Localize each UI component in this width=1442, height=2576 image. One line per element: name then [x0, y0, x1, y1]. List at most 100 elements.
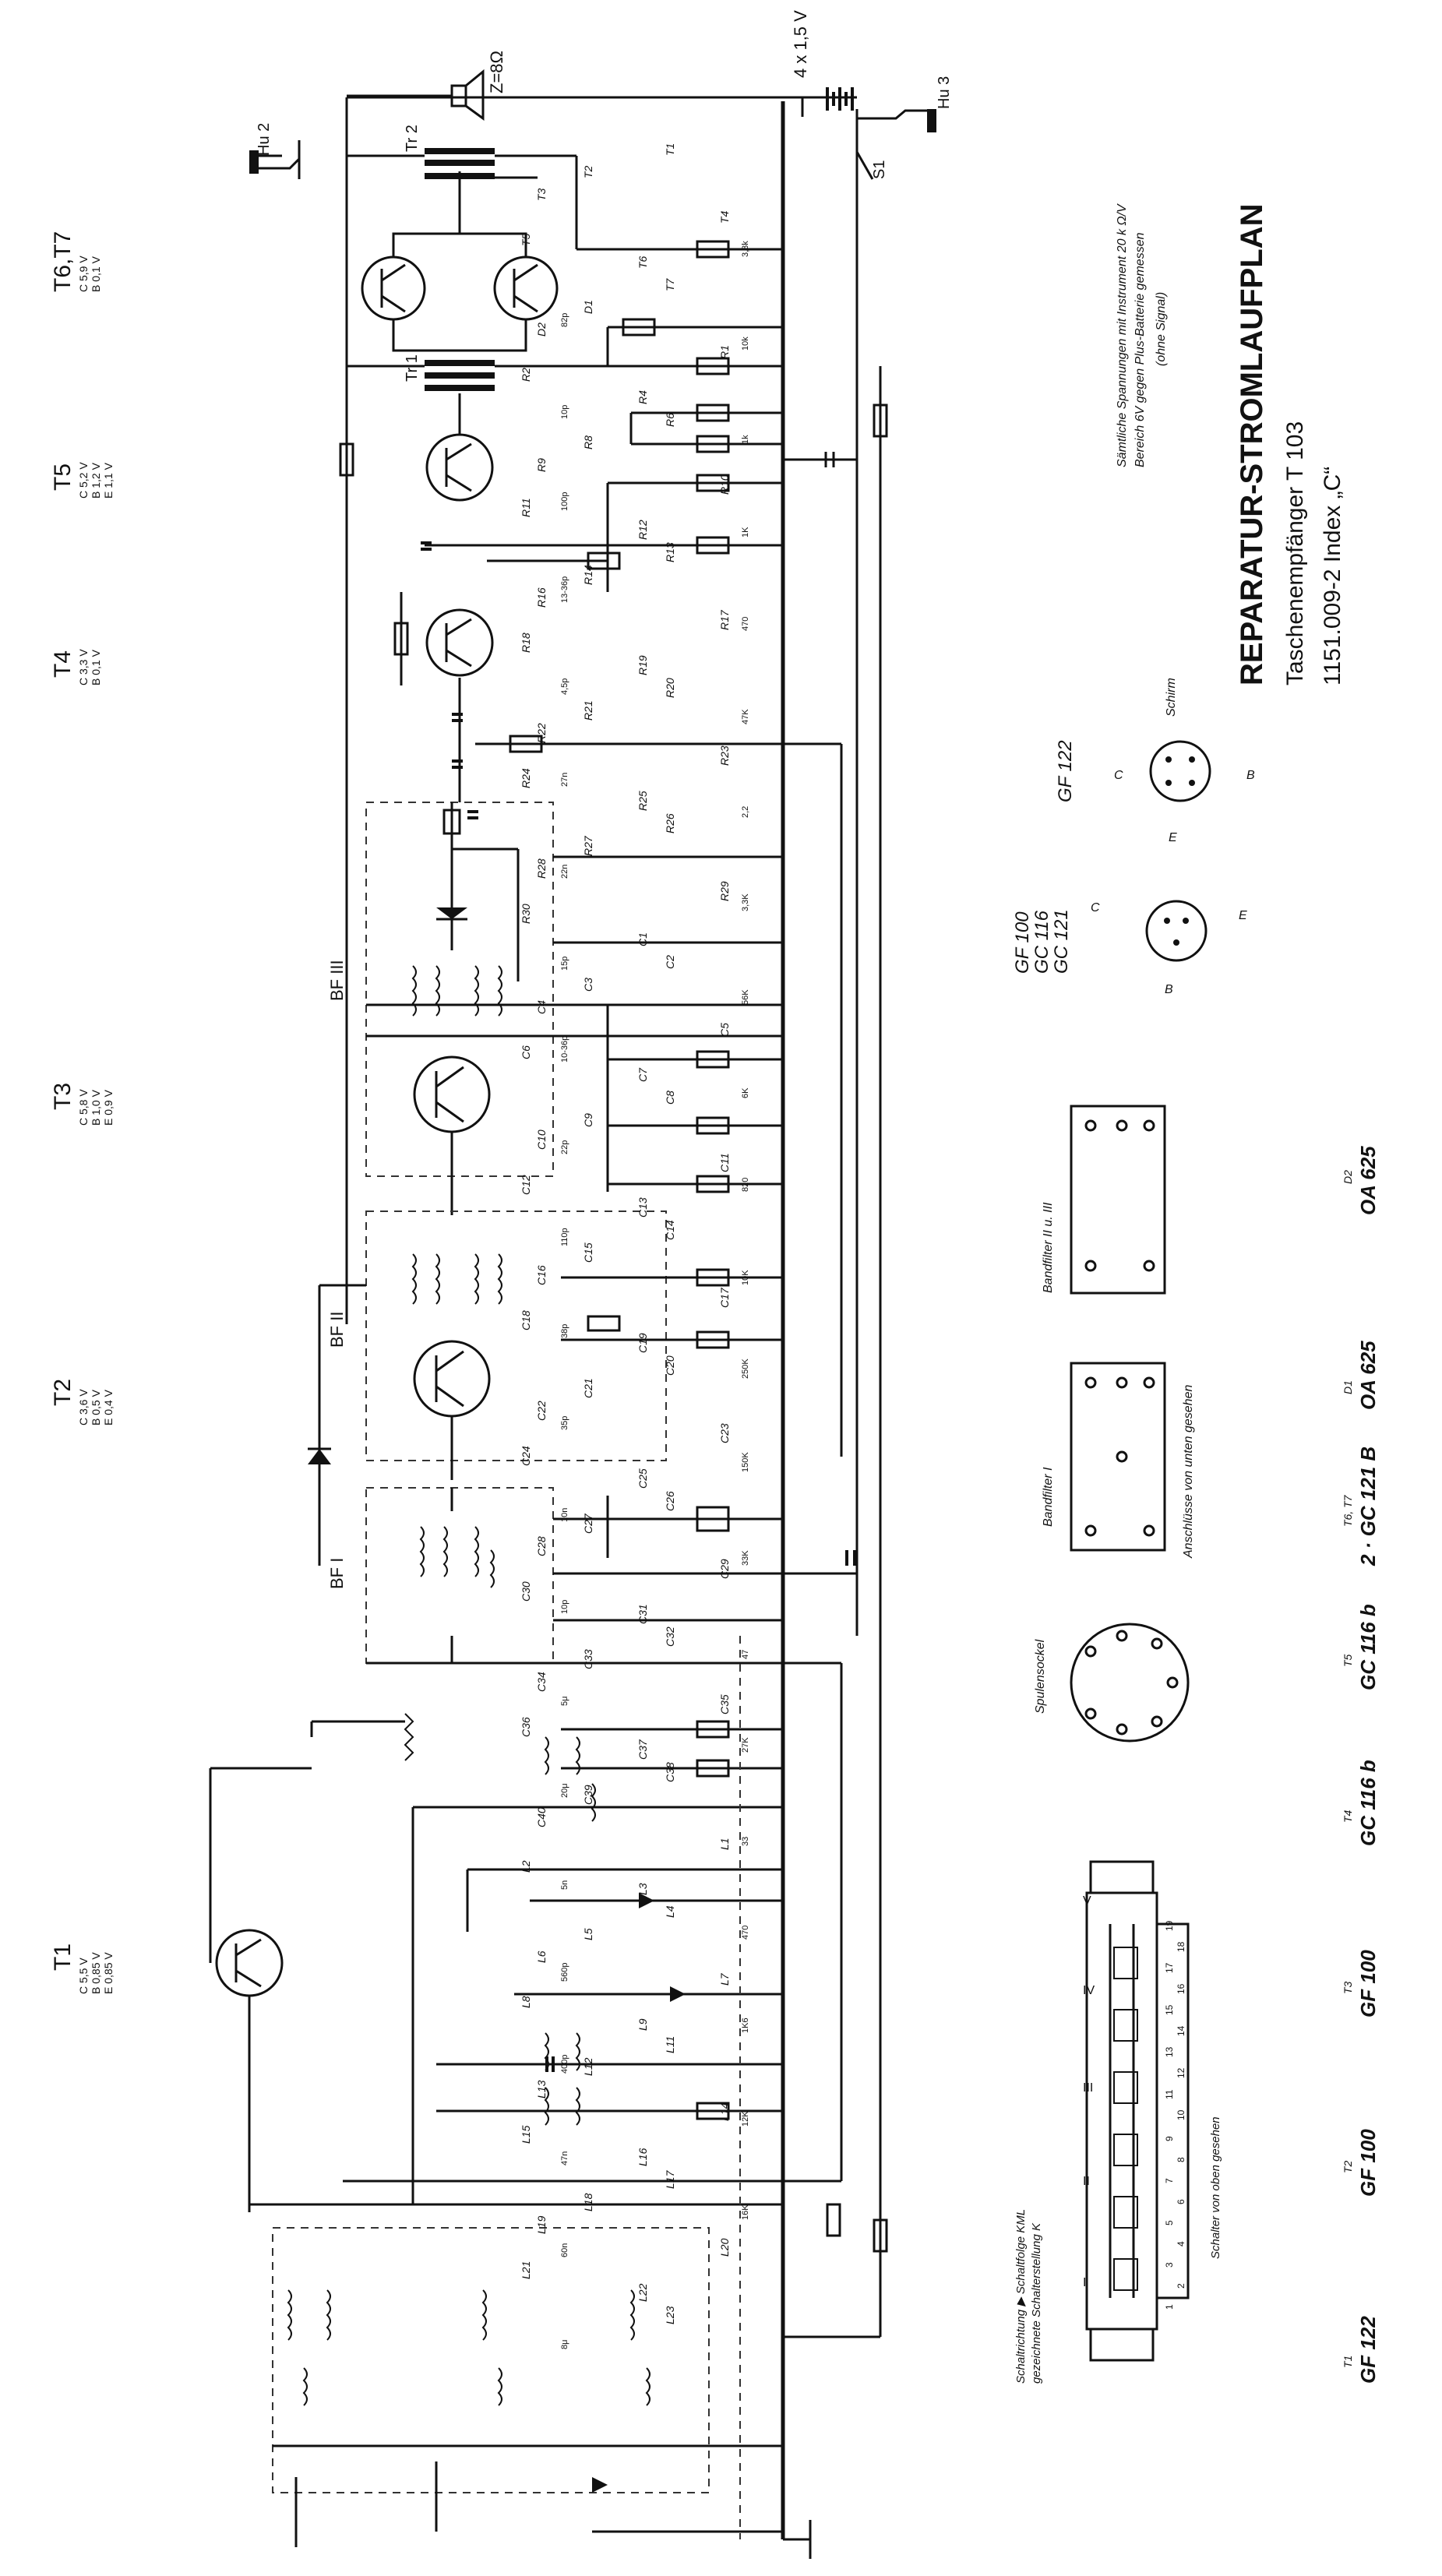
title-index: 1151.009-2 Index „C“	[1320, 467, 1345, 685]
value-label: 2,2	[741, 806, 750, 818]
ref-c8: C8	[664, 1091, 676, 1105]
ref-c3: C3	[582, 978, 594, 992]
t4-label: T4	[50, 650, 76, 678]
t3-v3: E 0,9 V	[102, 1089, 115, 1126]
gf100-pin-c: C	[1091, 901, 1100, 914]
value-label: 56K	[741, 989, 750, 1005]
ref-r18: R18	[520, 633, 532, 653]
battery: 4 x 1,5 V	[791, 10, 854, 117]
gf122-pin-b: B	[1246, 769, 1255, 782]
value-label: 27K	[741, 1737, 750, 1753]
ref-l18: L18	[582, 2193, 594, 2211]
ref-d2: D2	[535, 322, 548, 337]
part-t5-type: GC 116 b	[1356, 1604, 1380, 1690]
ref-c36: C36	[520, 1717, 532, 1737]
ref-c5: C5	[718, 1023, 731, 1037]
value-label: 3,3K	[741, 893, 750, 911]
value-label: 38p	[560, 1324, 569, 1338]
power-buses	[347, 96, 859, 2559]
note-line3: (ohne Signal)	[1155, 292, 1168, 366]
ref-l17: L17	[664, 2169, 676, 2189]
ref-r24: R24	[520, 768, 532, 788]
part-d2-type: OA 625	[1356, 1146, 1380, 1215]
ref-c32: C32	[664, 1626, 676, 1647]
switch-pos-4: IV	[1083, 1984, 1095, 1997]
ref-c14: C14	[664, 1220, 676, 1240]
value-label: 47	[741, 1650, 750, 1659]
part-t3-ref: T3	[1342, 1981, 1354, 1994]
value-label: 47K	[741, 709, 750, 724]
t4-v1: C 3,3 V	[77, 649, 90, 685]
transistor-t6	[361, 255, 426, 321]
t67-v2: B 0,1 V	[90, 255, 102, 292]
switch-contact-8: 8	[1176, 2157, 1186, 2162]
value-label: 110p	[560, 1228, 569, 1246]
switch-s1-label: S1	[871, 160, 888, 179]
ref-c31: C31	[636, 1604, 649, 1624]
ref-l9: L9	[636, 2018, 649, 2031]
ref-d1: D1	[582, 300, 594, 314]
t5-v2: B 1,2 V	[90, 462, 102, 499]
component-value-labels: 3,3k10k1k1K47047K2,23,3K56K6K82010K250K1…	[560, 241, 750, 2349]
ref-c13: C13	[636, 1197, 649, 1218]
t3-v2: B 1,0 V	[90, 1089, 102, 1126]
ref-l7: L7	[718, 1972, 731, 1986]
bandfilter-bf2-box	[365, 1210, 667, 1461]
resistor-r29	[339, 97, 354, 1324]
ref-l1: L1	[718, 1838, 731, 1850]
value-label: 6K	[741, 1087, 750, 1098]
value-label: 10p	[560, 1600, 569, 1614]
driver-transformer-tr1: Tr 1	[347, 354, 608, 391]
switch-pos-5: V	[1083, 1894, 1091, 1908]
ref-r27: R27	[582, 835, 594, 856]
diode-d1	[308, 1447, 331, 1464]
t3-label: T3	[50, 1083, 76, 1110]
t5-v3: E 1,1 V	[102, 462, 115, 499]
ref-c2: C2	[664, 955, 676, 969]
gf100-label-1: GF 100	[1012, 911, 1033, 974]
value-label: 15p	[560, 957, 569, 971]
bf3-label: BF III	[327, 960, 347, 1001]
ref-c15: C15	[582, 1242, 594, 1263]
switch-contact-3: 3	[1164, 2262, 1175, 2268]
bf1-contents: BF I	[327, 1488, 495, 1663]
value-label: 1K6	[741, 2017, 750, 2033]
gf122-label: GF 122	[1055, 740, 1076, 802]
ref-c16: C16	[535, 1265, 548, 1285]
ref-r22: R22	[535, 723, 548, 743]
value-label: 1K	[741, 527, 750, 537]
t67-label: T6,T7	[50, 231, 76, 292]
ref-r26: R26	[664, 813, 676, 833]
ref-l6: L6	[535, 1951, 548, 1963]
rf-mixer-section	[249, 1636, 888, 2539]
t5-label: T5	[50, 463, 76, 491]
ref-r25: R25	[636, 791, 649, 811]
ref-l12: L12	[582, 2057, 594, 2076]
t1-label: T1	[50, 1943, 76, 1971]
ref-c29: C29	[718, 1559, 731, 1579]
ref-c10: C10	[535, 1129, 548, 1150]
bandfilter-bf1-box	[365, 1487, 554, 1664]
ref-c21: C21	[582, 1378, 594, 1398]
gf122-pin-e: E	[1169, 831, 1177, 844]
value-label: 33	[741, 1837, 750, 1846]
value-label: 1k	[741, 435, 750, 444]
ref-c18: C18	[520, 1310, 532, 1330]
value-label: 60n	[560, 2243, 569, 2257]
ref-r14: R14	[582, 565, 594, 585]
transistor-t7	[493, 255, 559, 321]
value-label: 82p	[560, 313, 569, 327]
switch-contact-19: 19	[1164, 1920, 1175, 1931]
voltage-table: T1 C 5,5 V B 0,85 V E 0,85 V T2 C 3,6 V …	[50, 231, 115, 1994]
switch-contact-6: 6	[1176, 2199, 1186, 2204]
part-d1-type: OA 625	[1356, 1341, 1380, 1410]
switch-contact-12: 12	[1176, 2067, 1186, 2078]
transistor-t4	[425, 608, 494, 677]
ref-r10: R10	[718, 474, 731, 495]
bf2-contents: BF II	[318, 1253, 783, 1566]
switch-contact-1: 1	[1164, 2304, 1175, 2310]
title-device: Taschenempfänger T 103	[1282, 421, 1308, 685]
ref-l13: L13	[535, 2080, 548, 2099]
bf3-contents: BF III	[327, 802, 783, 1215]
